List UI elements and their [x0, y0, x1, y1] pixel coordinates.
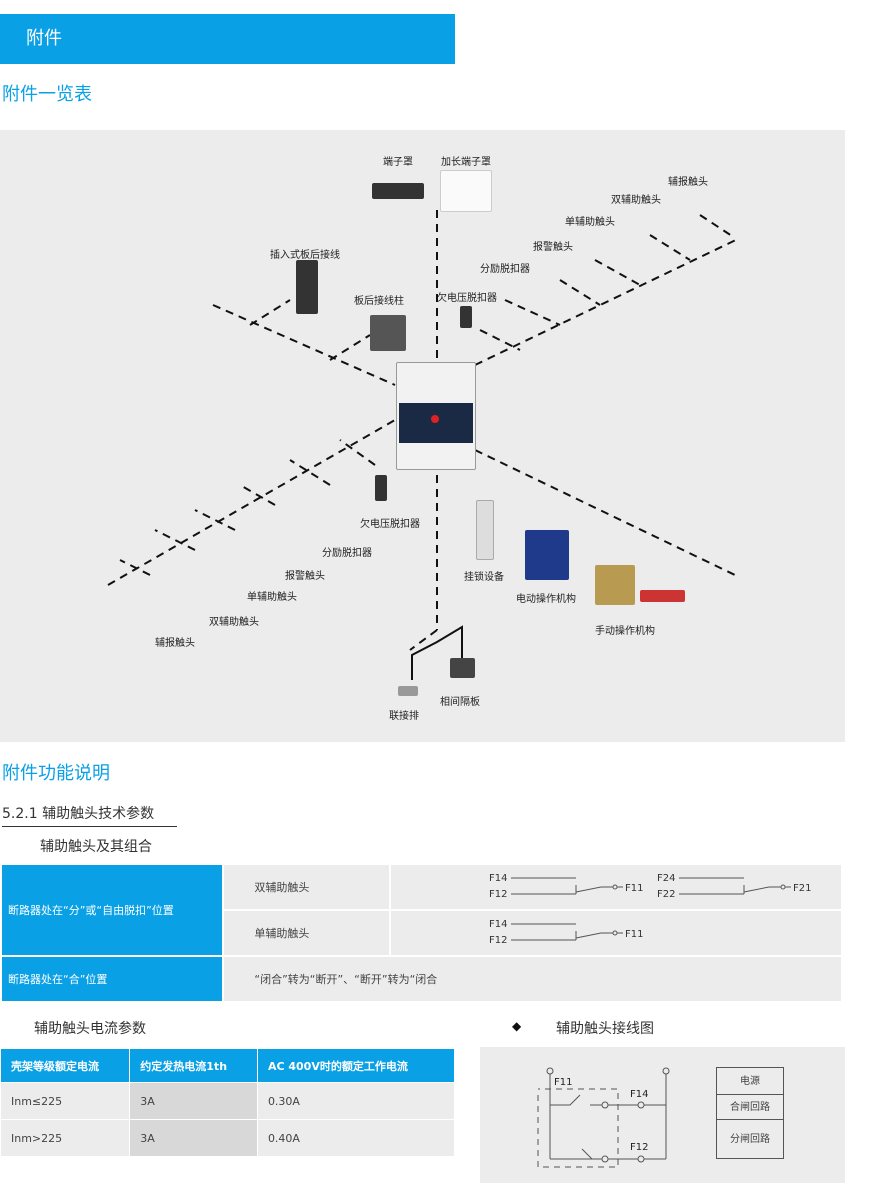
header-frame-current: 壳架等级额定电流 [0, 1048, 131, 1083]
label-aux-alarm: 辅报触头 [668, 177, 708, 188]
legend-opening-circuit: 分闸回路 [716, 1119, 784, 1159]
subsection-title: 5.2.1 辅助触头技术参数 [2, 803, 177, 827]
term-f12: F12 [489, 935, 507, 946]
long-terminal-cover-image [440, 170, 492, 212]
wiring-f14: F14 [630, 1089, 648, 1100]
term-f21: F21 [793, 883, 811, 894]
term-f12: F12 [489, 889, 507, 900]
wiring-title: 辅助触头接线图 [556, 1021, 654, 1037]
term-f14: F14 [489, 919, 507, 930]
single-aux-label: 单辅助触头 [222, 909, 391, 957]
state-closed: 断路器处在“合”位置 [0, 955, 225, 1003]
label-undervoltage-lower: 欠电压脱扣器 [360, 519, 420, 530]
term-f14: F14 [489, 873, 507, 884]
label-phase-barrier: 相间隔板 [440, 697, 480, 708]
double-aux-label: 双辅助触头 [222, 863, 391, 911]
dashed-connector-lines [107, 210, 741, 680]
label-manual-op: 手动操作机构 [595, 626, 655, 637]
terminal-cover-image [372, 183, 424, 199]
motor-operator-image [525, 530, 569, 580]
cell: 0.30A [256, 1082, 456, 1120]
label-link-bar: 联接排 [389, 711, 419, 722]
term-f11: F11 [625, 929, 643, 940]
wiring-diagram: F11 F14 F12 电源 合闸回路 分闸回路 [480, 1047, 845, 1183]
label-single-aux-lower: 单辅助触头 [247, 592, 297, 603]
function-heading: 附件功能说明 [2, 763, 110, 784]
wiring-f12: F12 [630, 1142, 648, 1153]
undervoltage-image-lower [375, 475, 387, 501]
legend-closing-circuit: 合闸回路 [716, 1094, 784, 1120]
manual-operator-image [595, 565, 635, 605]
closed-description: “闭合”转为“断开”、“断开”转为“闭合 [222, 955, 843, 1003]
label-alarm: 报警触头 [533, 242, 573, 253]
circuit-breaker-image [396, 362, 476, 470]
label-motor-op: 电动操作机构 [516, 594, 576, 605]
cell: Inm>225 [0, 1119, 131, 1157]
label-single-aux: 单辅助触头 [565, 217, 615, 228]
accessory-diagram: 端子罩 加长端子罩 辅报触头 双辅助触头 单辅助触头 报警触头 分励脱扣器 欠电… [0, 130, 845, 742]
wiring-f11: F11 [554, 1077, 572, 1088]
phase-barrier-image [450, 658, 475, 678]
current-title: 辅助触头电流参数 [34, 1021, 146, 1037]
legend-power: 电源 [716, 1067, 784, 1095]
label-shunt: 分励脱扣器 [480, 264, 530, 275]
manual-handle-image [640, 590, 685, 602]
label-shunt-lower: 分励脱扣器 [322, 548, 372, 559]
link-bar-image [398, 686, 418, 696]
plugin-rear-image [296, 260, 318, 314]
label-aux-alarm-lower: 辅报触头 [155, 638, 195, 649]
label-rear-post: 板后接线柱 [354, 296, 404, 307]
banner-title: 附件 [26, 28, 62, 49]
cell: 3A [129, 1119, 258, 1157]
section-banner: 附件 [0, 14, 455, 64]
label-alarm-lower: 报警触头 [285, 571, 325, 582]
accessory-list-heading: 附件一览表 [2, 84, 92, 105]
label-padlock: 挂锁设备 [464, 572, 504, 583]
label-undervoltage: 欠电压脱扣器 [437, 293, 497, 304]
label-plugin-rear: 插入式板后接线 [270, 250, 340, 261]
cell: 0.40A [256, 1119, 456, 1157]
padlock-image [476, 500, 494, 560]
term-f11: F11 [625, 883, 643, 894]
rear-post-image [370, 315, 406, 351]
state-open: 断路器处在“分”或“自由脱扣”位置 [0, 863, 225, 957]
combo-title: 辅助触头及其组合 [40, 839, 152, 855]
diamond-bullet-icon: ◆ [512, 1019, 522, 1033]
cell: 3A [129, 1082, 258, 1120]
term-f22: F22 [657, 889, 675, 900]
cell: Inm≤225 [0, 1082, 131, 1120]
header-rated-current: AC 400V时的额定工作电流 [256, 1048, 456, 1083]
term-f24: F24 [657, 873, 675, 884]
label-double-aux: 双辅助触头 [611, 195, 661, 206]
label-terminal-cover: 端子罩 [383, 157, 413, 168]
undervoltage-image [460, 306, 472, 328]
label-long-terminal-cover: 加长端子罩 [441, 157, 491, 168]
label-double-aux-lower: 双辅助触头 [209, 617, 259, 628]
header-thermal-current: 约定发热电流1th [129, 1048, 258, 1083]
